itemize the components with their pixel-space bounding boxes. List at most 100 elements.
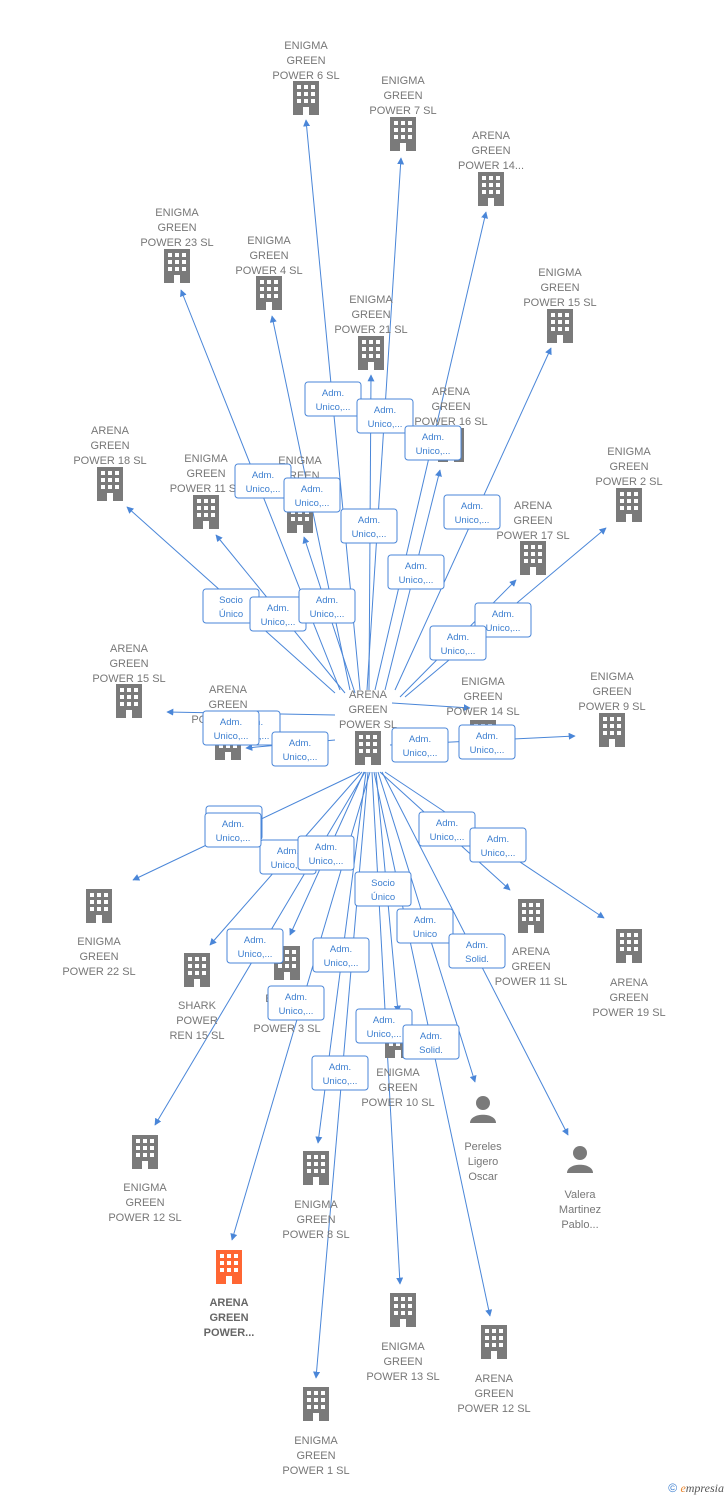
relation-text: Unico,... [470, 745, 505, 756]
node-label-line: POWER... [204, 1327, 255, 1339]
relation-label-30[interactable]: Adm.Unico,... [469, 827, 527, 863]
node-label-line: POWER 17 SL [496, 530, 569, 542]
footer-brand[interactable]: © empresia [668, 1481, 724, 1496]
node-label-line: ARENA [349, 689, 388, 701]
relation-label-29[interactable]: Adm.Unico,... [418, 811, 476, 847]
node-label-line: POWER 12 SL [457, 1403, 530, 1415]
relation-label-23[interactable]: Adm.Unico,... [312, 937, 370, 973]
node-label-line: Ligero [468, 1156, 499, 1168]
building-icon [86, 889, 112, 923]
relation-label-2[interactable]: Adm.Unico,... [404, 425, 462, 461]
node-agHL[interactable]: ARENAGREENPOWER... [204, 1250, 255, 1339]
node-label-line: ENIGMA [381, 1341, 425, 1353]
relation-box [402, 1024, 460, 1060]
relation-label-19[interactable]: Adm.Unico,... [297, 835, 355, 871]
node-label-line: GREEN [209, 1312, 248, 1324]
person-icon [567, 1146, 593, 1173]
relation-text: Unico,... [399, 575, 434, 586]
relation-text: Adm. [322, 388, 344, 399]
node-label-line: ENIGMA [294, 1199, 338, 1211]
relation-label-10[interactable]: Adm.Unico,... [298, 588, 356, 624]
building-icon [193, 495, 219, 529]
relation-label-16[interactable]: Adm.Unico,... [458, 724, 516, 760]
node-label-line: ENIGMA [123, 1182, 167, 1194]
relation-label-21[interactable]: Adm.Unico [396, 908, 454, 944]
node-label-line: Valera [565, 1189, 597, 1201]
relation-label-15[interactable]: Adm.Unico,... [391, 727, 449, 763]
building-icon [184, 953, 210, 987]
node-label-line: ENIGMA [461, 676, 505, 688]
node-label-line: POWER 7 SL [369, 105, 436, 117]
relation-label-12[interactable]: Adm.Unico,... [429, 625, 487, 661]
relation-label-28[interactable]: Adm.Unico,... [311, 1055, 369, 1091]
building-icon [616, 929, 642, 963]
relation-box [283, 477, 341, 513]
relation-label-22[interactable]: Adm.Unico,... [226, 928, 284, 964]
node-label-line: POWER 2 SL [595, 476, 662, 488]
relation-label-25[interactable]: Adm.Unico,... [267, 985, 325, 1021]
node-label-line: ARENA [110, 643, 149, 655]
node-valera[interactable]: ValeraMartinezPablo... [559, 1146, 601, 1231]
relation-label-27[interactable]: Adm.Solid. [402, 1024, 460, 1060]
node-label-line: POWER 22 SL [62, 966, 135, 978]
node-label-line: POWER 9 SL [578, 701, 645, 713]
relation-label-4[interactable]: Adm.Unico,... [283, 477, 341, 513]
relation-label-6[interactable]: Adm. Unico,... [387, 554, 445, 590]
relation-text: Único [219, 609, 243, 620]
relation-label-11[interactable]: Adm.Unico,... [474, 602, 532, 638]
relation-label-14[interactable]: Adm.Unico,... [271, 731, 329, 767]
relation-label-7[interactable]: Adm.Unico,... [443, 494, 501, 530]
node-label-line: GREEN [348, 704, 387, 716]
node-label-line: GREEN [463, 691, 502, 703]
building-icon [164, 249, 190, 283]
relation-label-5[interactable]: Adm.Unico,... [340, 508, 398, 544]
relation-label-32[interactable]: Adm.Unico,... [204, 812, 262, 848]
relation-label-31[interactable]: Adm.Unico,... [202, 710, 260, 746]
relation-box [340, 508, 398, 544]
relation-label-3[interactable]: Adm.Unico,... [234, 463, 292, 499]
relation-label-9[interactable]: Adm.Unico,... [249, 596, 307, 632]
relation-label-24[interactable]: Adm.Solid. [448, 933, 506, 969]
relation-label-0[interactable]: Adm.Unico,... [304, 381, 362, 417]
relation-box [396, 908, 454, 944]
building-icon [303, 1151, 329, 1185]
relation-label-1[interactable]: Adm.Unico,... [356, 398, 414, 434]
relation-text: Socio [219, 595, 243, 606]
relation-text: Adm. [405, 561, 427, 572]
building-icon [390, 1293, 416, 1327]
node-label-line: POWER 4 SL [235, 265, 302, 277]
relation-label-26[interactable]: Adm.Unico,... [355, 1008, 413, 1044]
node-label-line: ENIGMA [538, 267, 582, 279]
relation-text: Unico,... [367, 1029, 402, 1040]
relation-text: Unico,... [441, 646, 476, 657]
